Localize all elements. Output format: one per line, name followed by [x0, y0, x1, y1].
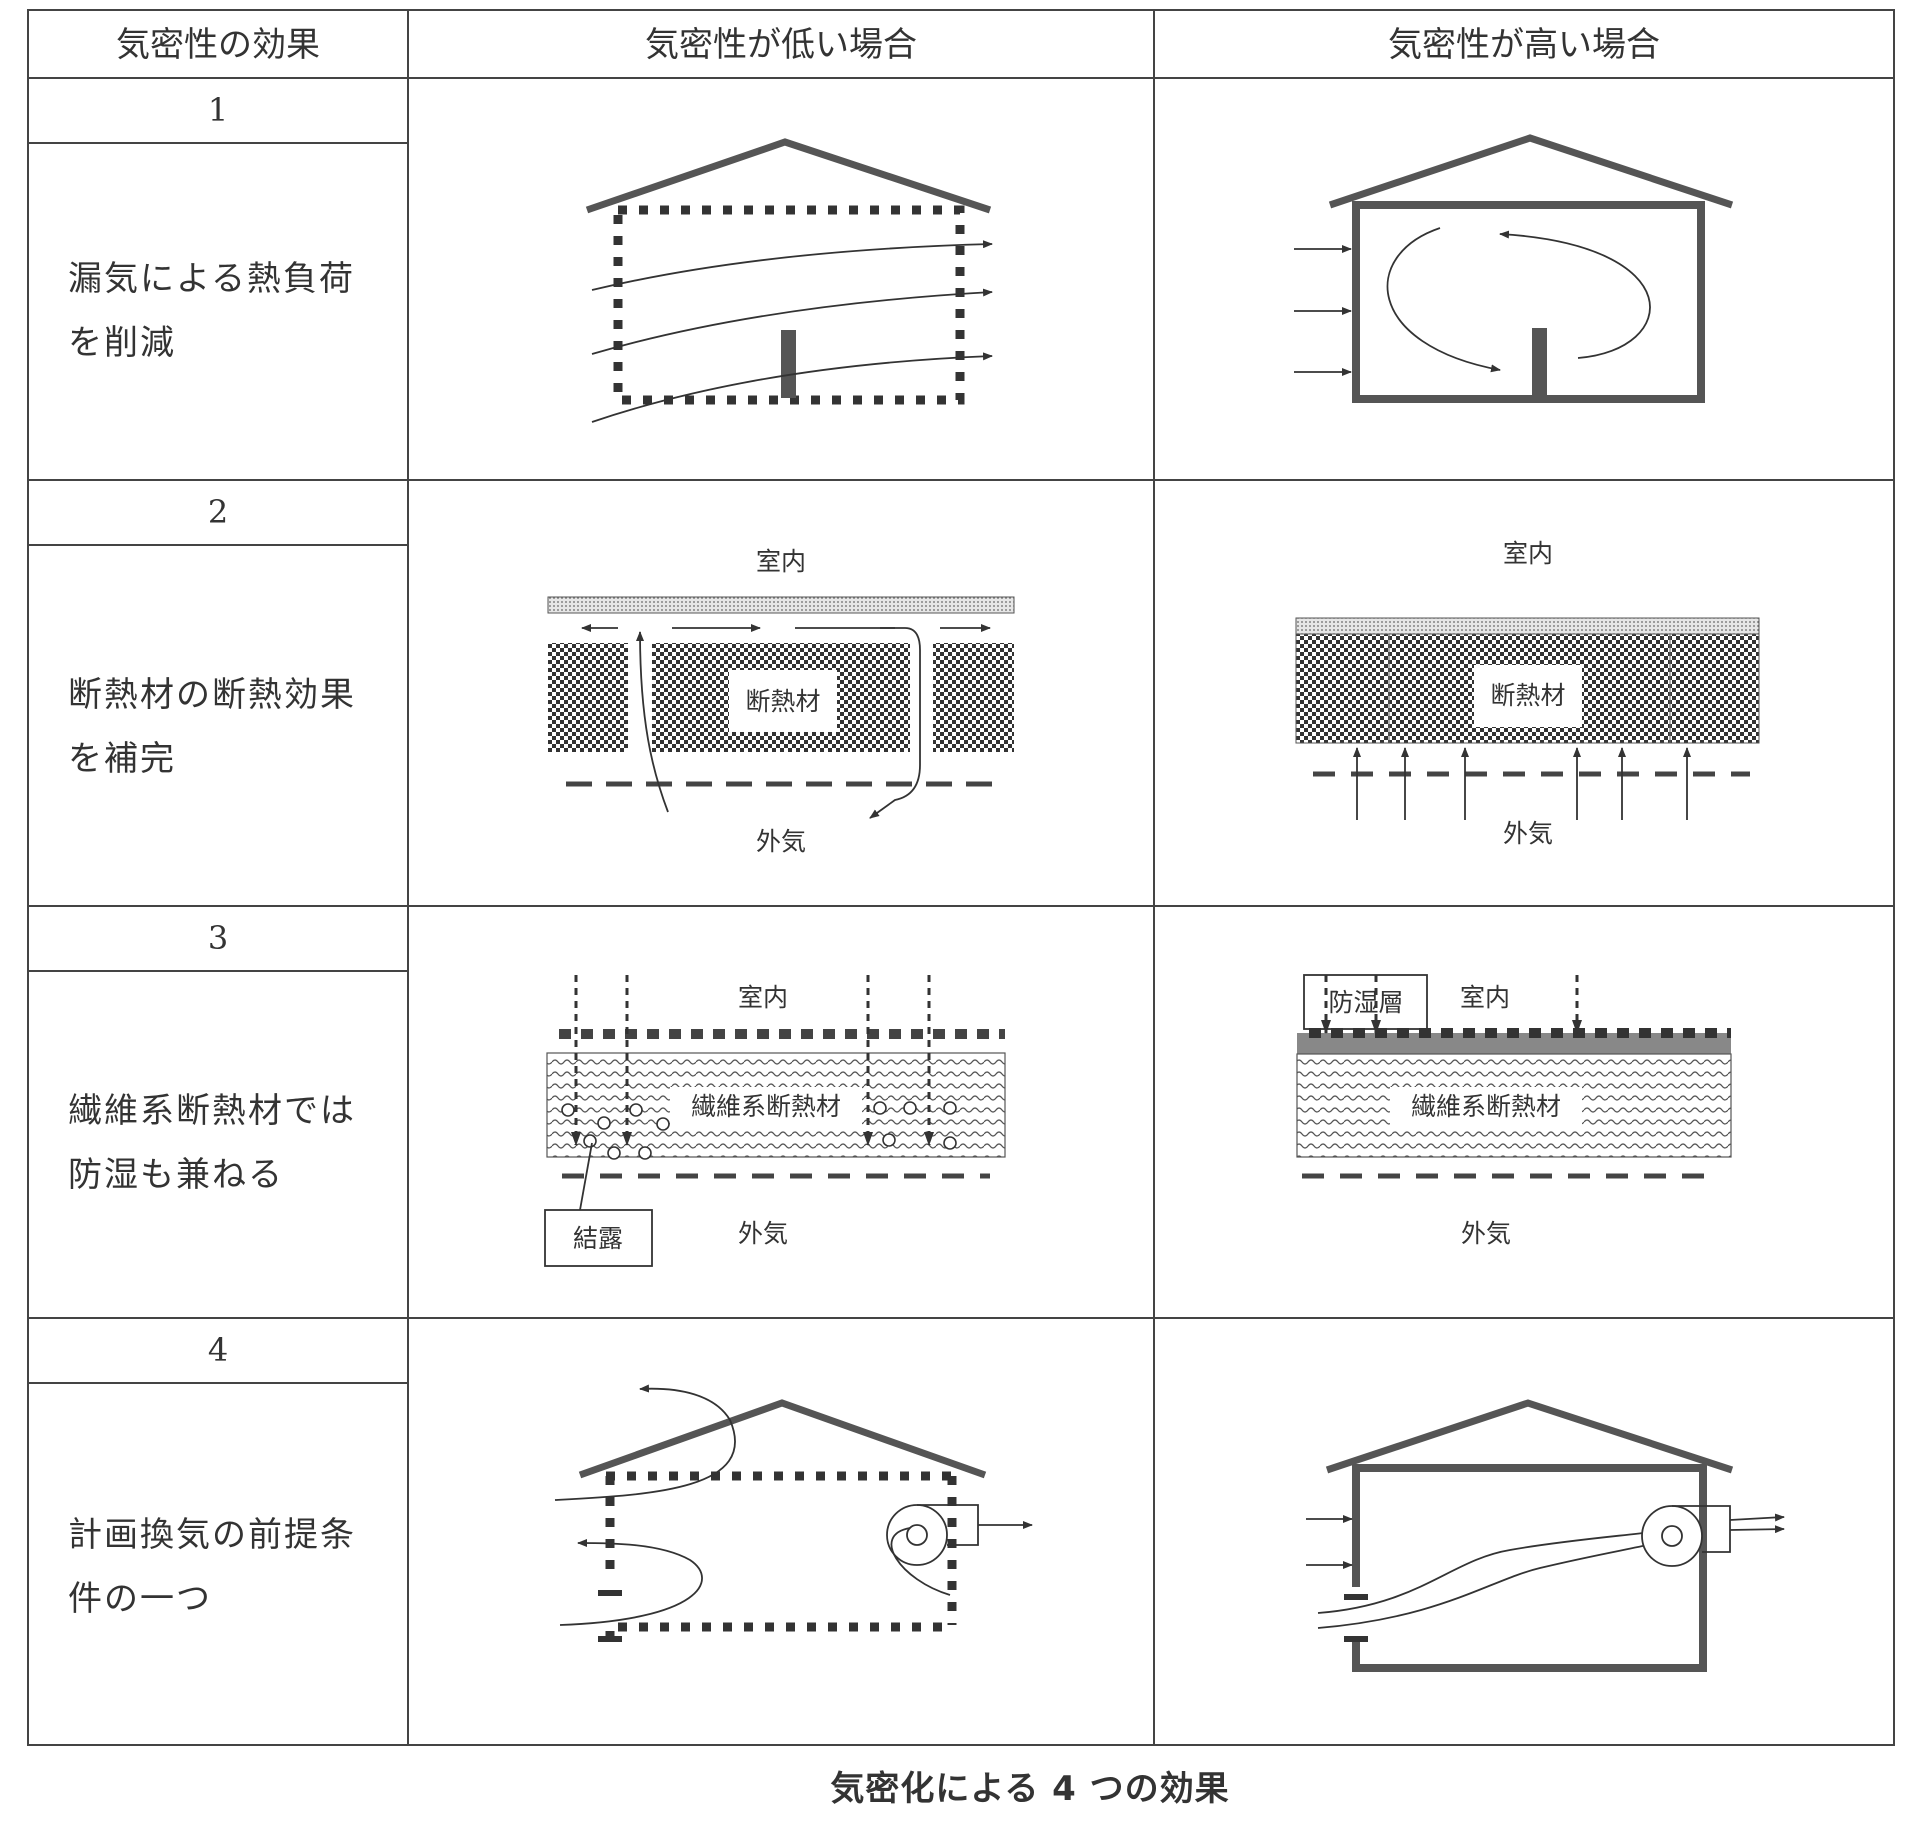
vent-inlet-mark: [598, 1636, 622, 1642]
vent-inlet-mark: [1344, 1594, 1368, 1600]
outdoor-label: 外気: [1503, 819, 1553, 848]
fan-duct: [1672, 1505, 1731, 1553]
header-high-airtightness: 気密性が高い場合: [1388, 25, 1660, 65]
fan-hub: [906, 1524, 928, 1546]
row-1-high-sealed-house-diagram: [1294, 134, 1734, 403]
figure-caption: 気密化による 4 つの効果: [830, 1769, 1229, 1809]
row-2-low-insulation-gaps-diagram: 室内 断熱材 外気: [547, 547, 1015, 856]
row-3-description-line2: 防湿も兼ねる: [68, 1155, 284, 1195]
table-grid: [27, 9, 1895, 1746]
condensation-droplets: [561, 1101, 957, 1160]
row-2-number: 2: [208, 493, 228, 531]
row-4-number: 4: [208, 1331, 228, 1369]
roof-line: [1325, 1399, 1734, 1474]
row-2-description-line2: を補完: [68, 739, 176, 779]
insulation-block: [548, 643, 628, 752]
sealed-wall: [1352, 201, 1705, 403]
air-escape-arrow: [869, 627, 921, 819]
insulation-label: 断熱材: [1490, 681, 1565, 710]
interior-board: [547, 596, 1015, 614]
air-leak-arrow: [591, 288, 993, 355]
air-leak-arrow: [591, 240, 993, 291]
local-airflow-line: [890, 1527, 951, 1596]
exhaust-arrow: [1729, 1513, 1785, 1522]
row-1-low-leaky-house-diagram: [585, 138, 993, 423]
row-4-low-ventilation-diagram: [554, 1384, 1033, 1642]
vent-inlet-mark: [598, 1590, 622, 1596]
row-4-high-ventilation-diagram: [1306, 1399, 1785, 1672]
exhaust-arrow: [1729, 1525, 1785, 1534]
condensation-pointer: [579, 1142, 593, 1211]
roof-line: [1328, 134, 1734, 209]
vapor-barrier-label: 防湿層: [1328, 988, 1403, 1017]
header-effect: 気密性の効果: [116, 25, 320, 65]
row-3-description-line1: 繊維系断熱材では: [68, 1091, 356, 1131]
exhaust-fan: [1641, 1505, 1703, 1567]
interior-partition: [1532, 328, 1547, 395]
condensation-label: 結露: [573, 1224, 623, 1253]
planned-airflow-line: [1317, 1543, 1653, 1629]
fiber-insulation-label-box: [1390, 1087, 1582, 1127]
air-escape-roof-arrow: [554, 1384, 736, 1501]
insulation-block: [933, 643, 1014, 752]
outdoor-label: 外気: [1461, 1219, 1511, 1248]
leaky-wall-dotted: [613, 205, 965, 405]
row-4-description-line1: 計画換気の前提条: [68, 1515, 356, 1555]
planned-airflow-line: [1317, 1531, 1653, 1614]
roof-line: [585, 138, 992, 214]
indoor-label: 室内: [1503, 539, 1553, 568]
fiber-insulation-label: 繊維系断熱材: [1411, 1092, 1561, 1121]
row-4-description-line2: 件の一つ: [68, 1579, 212, 1619]
air-leak-arrow: [591, 352, 993, 423]
interior-partition: [781, 330, 796, 398]
row-3-high-vapor-barrier-diagram: 室内 防湿層 繊維系断熱材 外気: [1296, 974, 1732, 1248]
indoor-label: 室内: [738, 983, 788, 1012]
indoor-label: 室内: [1460, 983, 1510, 1012]
row-2-high-continuous-insulation-diagram: 室内 断熱材 外気: [1295, 539, 1760, 848]
row-1-number: 1: [208, 91, 228, 129]
indoor-label: 室内: [756, 547, 806, 576]
row-3-low-condensation-diagram: 室内 繊維系断熱材 結露 外気: [544, 975, 1006, 1267]
roof-line: [578, 1399, 987, 1479]
fiber-insulation-label-box: [670, 1087, 862, 1127]
fiber-insulation-label: 繊維系断熱材: [691, 1092, 841, 1121]
row-1-description-line1: 漏気による熱負荷: [68, 259, 355, 299]
vent-inlet-mark: [1344, 1636, 1368, 1642]
air-short-circuit-arrow: [559, 1539, 703, 1626]
row-3-number: 3: [208, 919, 228, 957]
insulation-label-box: [729, 670, 837, 732]
condensation-callout-box: [544, 1209, 653, 1267]
insulation-label: 断熱材: [745, 687, 820, 716]
row-1-description-line2: を削減: [68, 323, 176, 363]
internal-circulation-arrow: [1499, 230, 1651, 359]
sealed-wall: [1352, 1464, 1707, 1672]
row-2-description-line1: 断熱材の断熱効果: [68, 675, 356, 715]
outdoor-label: 外気: [756, 827, 806, 856]
outdoor-label: 外気: [738, 1219, 788, 1248]
internal-circulation-arrow: [1386, 227, 1501, 373]
outside-air-intrusion-arrow: [636, 631, 669, 813]
fan-hub: [1661, 1525, 1683, 1547]
interior-board: [1295, 617, 1760, 635]
vapor-barrier-layer: [1297, 1033, 1731, 1054]
insulation-label-box: [1474, 665, 1582, 727]
header-low-airtightness: 気密性が低い場合: [645, 25, 917, 65]
